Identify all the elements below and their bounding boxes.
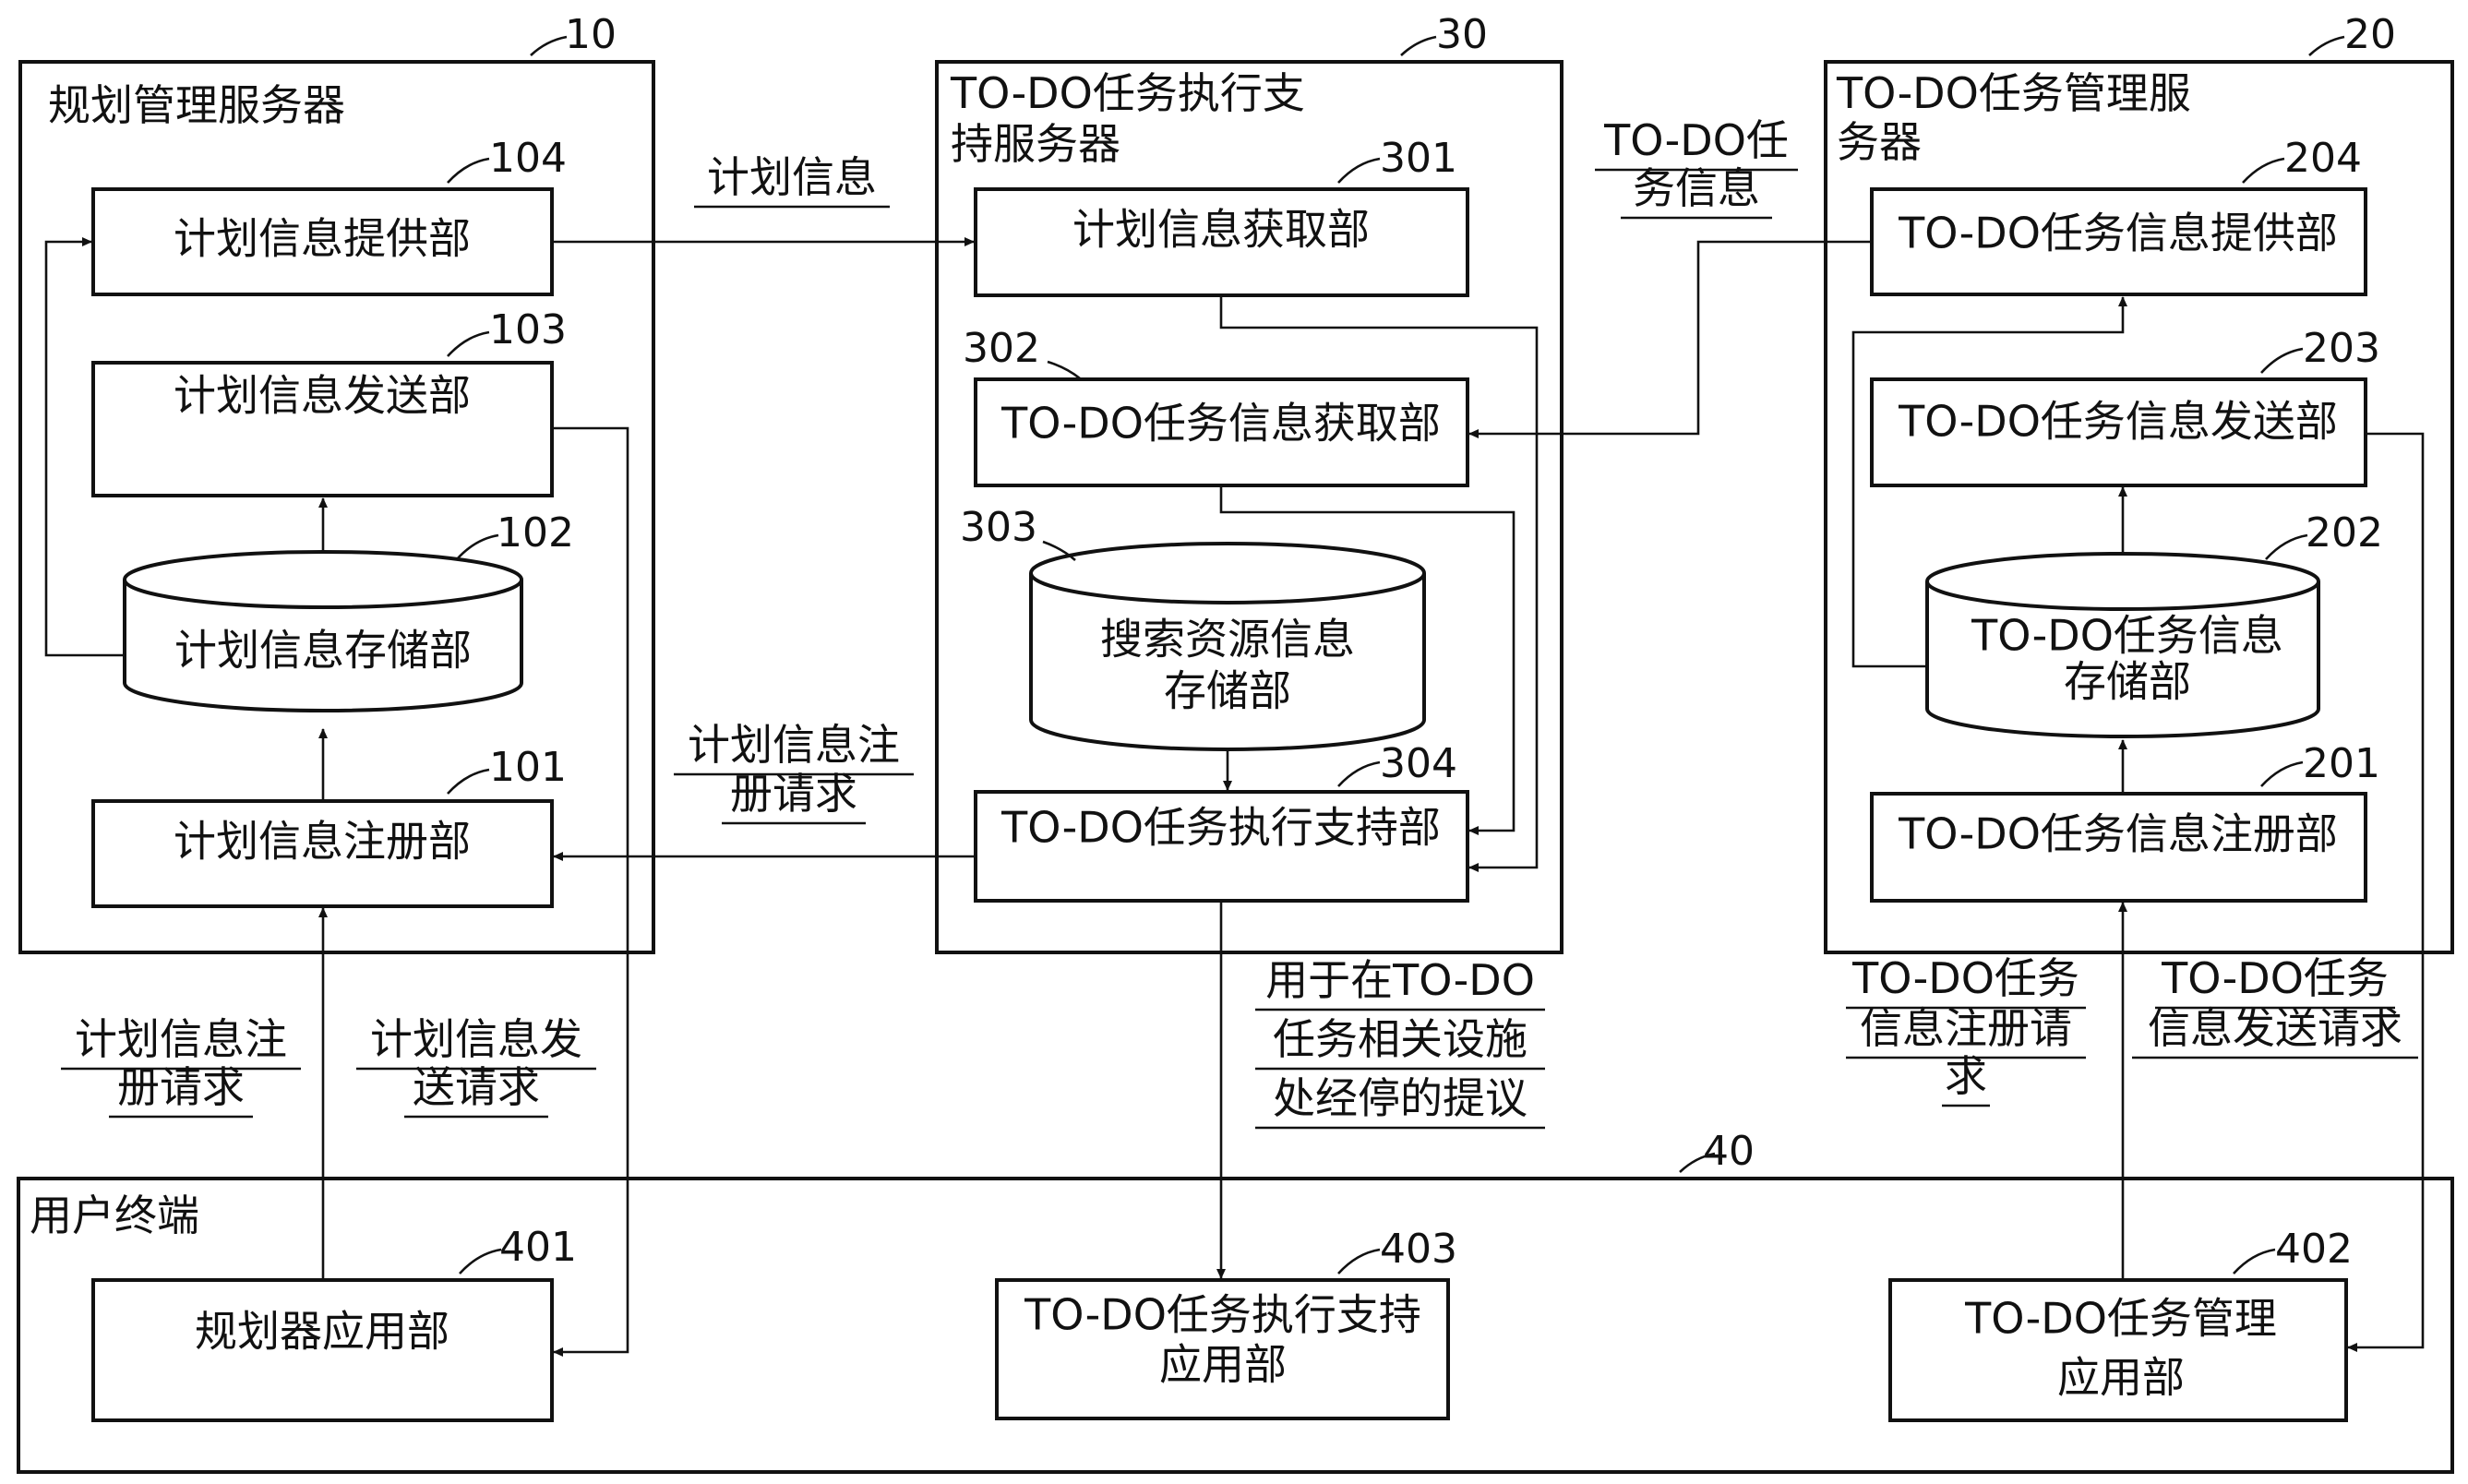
ref-201: 201 [2303,740,2380,787]
plan-info-register-box [91,799,554,908]
ref-303: 303 [960,504,1037,551]
svg-text:务信息: 务信息 [1633,163,1760,213]
flow-label-todo-reg-request: TO-DO任务 信息注册请 求 [1846,953,2086,1107]
arrow-202-to-204 [1851,296,2127,668]
svg-text:任务相关设施: 任务相关设施 [1273,1014,1528,1064]
search-resource-storage-label-line2: 存储部 [1164,666,1291,716]
plan-info-provider-box [91,187,554,296]
ref-403: 403 [1380,1226,1457,1273]
flow-label-todo-info: TO-DO任 务信息 [1595,115,1798,220]
todo-info-sender-box [1870,377,2367,487]
search-resource-storage-label-line1: 搜索资源信息 [1100,615,1355,664]
todo-info-acquirer-label: TO-DO任务信息获取部 [1000,399,1441,449]
flow-label-proposal: 用于在TO-DO 任务相关设施 处经停的提议 [1255,955,1545,1130]
ref-104: 104 [489,135,567,182]
arrow-103-to-401 [552,426,629,1357]
planner-app-label: 规划器应用部 [195,1307,449,1357]
ref-304: 304 [1380,740,1457,787]
todo-manage-app-box [1888,1278,2348,1422]
arrow-203-to-402 [2347,432,2425,1352]
ref-402: 402 [2275,1226,2353,1273]
flow-label-plan-info: 计划信息 [694,152,890,209]
plan-info-acquirer-box [974,187,1469,297]
terminal-title: 用户终端 [30,1191,199,1240]
arrow-302-to-304 [1219,485,1516,835]
todo-exec-support-app-box [995,1278,1450,1420]
planning-server-ref: 10 [565,11,617,58]
svg-text:送请求: 送请求 [413,1062,540,1112]
svg-text:用于在TO-DO: 用于在TO-DO [1265,955,1535,1005]
todo-info-provider-label: TO-DO任务信息提供部 [1898,209,2338,258]
plan-info-sender-box [91,361,554,497]
todo-server-frame [1824,60,2454,954]
todo-info-sender-label: TO-DO任务信息发送部 [1898,397,2338,447]
terminal-ref: 40 [1703,1128,1755,1175]
support-server-title-line1: TO-DO任务执行支 [950,68,1305,118]
svg-text:计划信息注: 计划信息注 [75,1014,287,1064]
flow-label-plan-reg-request-mid: 计划信息注 册请求 [674,720,914,825]
svg-text:计划信息: 计划信息 [707,152,877,202]
todo-info-acquirer-box [974,377,1469,487]
todo-exec-support-box [974,790,1469,903]
todo-info-register-box [1870,792,2367,903]
svg-text:处经停的提议: 处经停的提议 [1273,1073,1528,1123]
flow-label-todo-send-request: TO-DO任务 信息发送请求 [2132,953,2418,1059]
svg-text:册请求: 册请求 [730,769,857,819]
todo-info-storage-label-line1: TO-DO任务信息 [1971,611,2283,661]
svg-text:TO-DO任: TO-DO任 [1603,115,1789,165]
svg-text:册请求: 册请求 [117,1062,245,1112]
ref-203: 203 [2303,325,2380,372]
todo-server-title-line2: 务器 [1837,117,1922,167]
ref-204: 204 [2284,135,2362,182]
ref-301: 301 [1380,135,1457,182]
todo-manage-app-label-line2: 应用部 [2057,1353,2185,1403]
planner-app-box [91,1278,554,1422]
todo-server-title-line1: TO-DO任务管理服 [1836,68,2191,118]
arrow-301-to-304 [1219,295,1539,872]
todo-exec-support-app-label-line2: 应用部 [1159,1340,1287,1390]
flow-label-plan-send-request: 计划信息发 送请求 [356,1014,596,1119]
todo-manage-app-label-line1: TO-DO任务管理 [1964,1294,2277,1344]
planning-server-title: 规划管理服务器 [48,80,345,130]
svg-text:TO-DO任务: TO-DO任务 [1851,953,2079,1003]
terminal-frame [17,1177,2454,1474]
plan-info-storage-cylinder [123,550,523,712]
todo-exec-support-label: TO-DO任务执行支持部 [1000,803,1441,853]
todo-info-register-label: TO-DO任务信息注册部 [1898,809,2338,859]
todo-info-storage-label-line2: 存储部 [2064,657,2191,707]
ref-102: 102 [497,509,574,556]
ref-103: 103 [489,306,567,353]
search-resource-storage-cylinder [1029,542,1426,751]
todo-info-provider-box [1870,187,2367,296]
ref-101: 101 [489,744,567,791]
svg-text:求: 求 [1945,1051,1987,1101]
svg-text:信息注册请: 信息注册请 [1860,1003,2072,1053]
svg-text:TO-DO任务: TO-DO任务 [2161,953,2389,1003]
plan-info-sender-label: 计划信息发送部 [174,371,471,421]
arrow-204-to-302 [1468,240,1872,438]
planning-server-frame [18,60,655,954]
support-server-title-line2: 持服务器 [951,119,1120,169]
todo-server-ref: 20 [2344,11,2396,58]
plan-info-acquirer-label: 计划信息获取部 [1072,205,1370,255]
support-server-ref: 30 [1436,11,1488,58]
ref-302: 302 [963,325,1040,372]
svg-text:信息发送请求: 信息发送请求 [2148,1003,2402,1053]
todo-exec-support-app-label-line1: TO-DO任务执行支持 [1024,1290,1421,1340]
plan-info-storage-label: 计划信息存储部 [174,626,472,676]
arrow-102-to-104 [44,237,125,657]
svg-text:计划信息注: 计划信息注 [688,720,900,770]
plan-info-provider-label: 计划信息提供部 [174,214,471,264]
ref-401: 401 [499,1224,577,1271]
svg-text:计划信息发: 计划信息发 [370,1014,582,1064]
ref-202: 202 [2306,509,2383,556]
flow-label-plan-reg-request-left: 计划信息注 册请求 [61,1014,301,1119]
support-server-frame [935,60,1563,954]
plan-info-register-label: 计划信息注册部 [174,817,471,867]
todo-info-storage-cylinder [1925,552,2320,738]
